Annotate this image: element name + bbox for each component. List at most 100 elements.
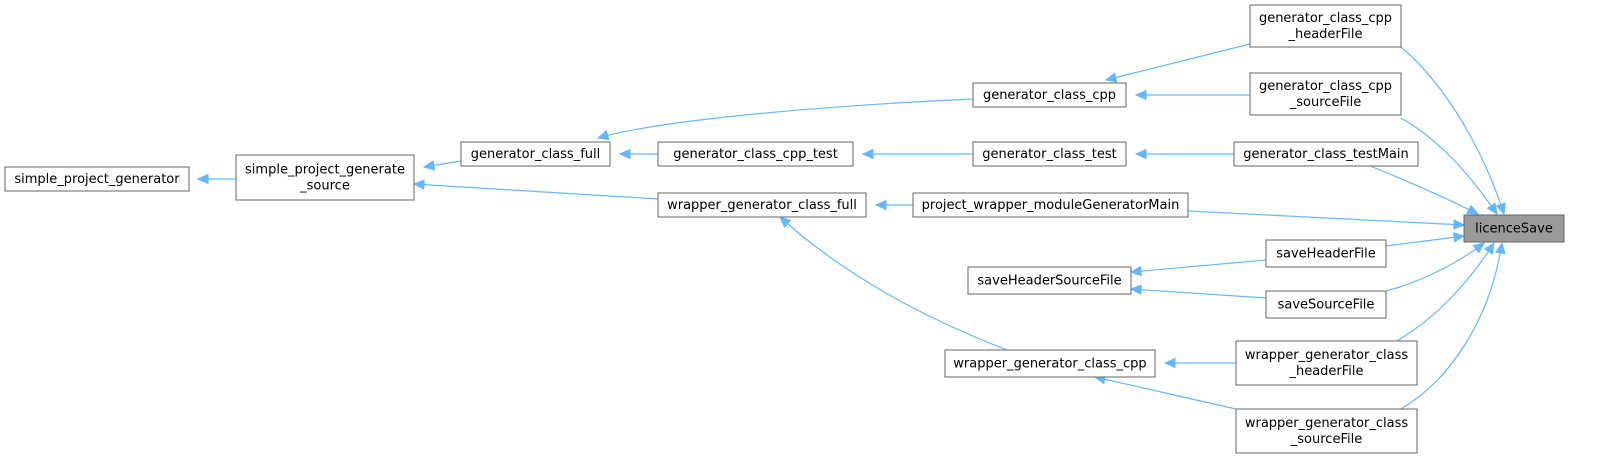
nodes-layer: simple_project_generator simple_project_g… <box>4 4 1565 454</box>
arrowhead <box>1134 89 1147 101</box>
edge-line <box>1369 165 1479 215</box>
node-box <box>944 349 1156 378</box>
arrowhead <box>1134 148 1147 160</box>
node-label: generator_class_cpp_test <box>673 147 838 162</box>
node-saveHeaderFile[interactable]: saveHeaderFile <box>1265 239 1387 268</box>
node-label: simple_project_generator <box>14 172 180 187</box>
node-wrapper_generator_class_cpp[interactable]: wrapper_generator_class_cpp <box>944 349 1156 378</box>
edge-saveHeaderFile-to-saveHeaderSourceFile <box>1129 259 1267 277</box>
node-generator_class_testMain[interactable]: generator_class_testMain <box>1233 141 1419 167</box>
node-label: generator_class_full <box>471 147 601 162</box>
edges-layer <box>196 43 1506 410</box>
node-box <box>1265 290 1387 319</box>
arrowhead <box>618 148 631 160</box>
node-generator_class_cpp_test[interactable]: generator_class_cpp_test <box>657 141 854 167</box>
edge-line <box>1130 259 1267 273</box>
node-simple_project_generate_source[interactable]: simple_project_generate_source <box>235 154 415 201</box>
node-label: saveHeaderFile <box>1276 247 1376 262</box>
node-box <box>972 82 1127 108</box>
arrowhead <box>779 216 792 228</box>
arrowhead <box>1495 241 1506 255</box>
node-generator_class_cpp_headerFile[interactable]: generator_class_cpp_headerFile <box>1249 4 1402 48</box>
node-wrapper_generator_class_sourceFile[interactable]: wrapper_generator_class_sourceFile <box>1235 408 1418 454</box>
node-box <box>1235 408 1418 454</box>
node-generator_class_cpp_sourceFile[interactable]: generator_class_cpp_sourceFile <box>1249 72 1402 116</box>
node-label: generator_class_testMain <box>1243 147 1408 162</box>
edge-line <box>1385 242 1485 292</box>
edge-line <box>1187 210 1465 226</box>
edge-licenceSave-to-saveSourceFile <box>1385 242 1485 292</box>
edge-licenceSave-to-project_wrapper_moduleGeneratorMain <box>1187 210 1466 230</box>
node-box <box>912 192 1189 218</box>
arrowhead <box>1129 265 1142 277</box>
node-saveHeaderSourceFile[interactable]: saveHeaderSourceFile <box>967 266 1132 295</box>
edge-line <box>1094 376 1237 410</box>
node-label: generator_class_cpp <box>1259 11 1392 26</box>
edge-generator_class_full-to-simple_project_generate_source <box>422 160 462 171</box>
arrowhead <box>874 199 887 211</box>
edge-licenceSave-to-generator_class_cpp_sourceFile <box>1400 117 1498 216</box>
edge-line <box>1130 288 1267 299</box>
node-label: generator_class_cpp <box>983 88 1116 103</box>
node-box <box>967 266 1132 295</box>
node-licenceSave[interactable]: licenceSave <box>1463 214 1565 243</box>
edge-wrapper_generator_class_headerFile-to-wrapper_generator_class_cpp <box>1163 357 1236 369</box>
arrowhead <box>1104 72 1118 83</box>
arrowhead <box>1466 204 1480 215</box>
edge-line <box>1385 235 1465 247</box>
node-generator_class_full[interactable]: generator_class_full <box>460 141 611 167</box>
edge-licenceSave-to-generator_class_testMain <box>1369 165 1480 215</box>
node-box <box>1463 214 1565 243</box>
arrowhead <box>412 179 425 190</box>
edge-wrapper_generator_class_cpp-to-wrapper_generator_class_full <box>779 216 1008 351</box>
node-box <box>1233 141 1419 167</box>
edge-line <box>1400 117 1498 215</box>
node-label: _sourceFile <box>1289 95 1361 110</box>
node-box <box>657 141 854 167</box>
node-box <box>235 154 415 201</box>
node-label: wrapper_generator_class <box>1245 348 1408 363</box>
edge-line <box>1396 242 1495 342</box>
node-label: wrapper_generator_class_cpp <box>953 357 1146 372</box>
arrowhead <box>1495 202 1506 216</box>
arrowhead <box>1452 232 1466 243</box>
node-label: saveSourceFile <box>1278 298 1375 313</box>
node-wrapper_generator_class_full[interactable]: wrapper_generator_class_full <box>657 192 867 218</box>
node-generator_class_test[interactable]: generator_class_test <box>972 141 1127 167</box>
arrowhead <box>1163 357 1176 369</box>
node-label: generator_class_cpp <box>1259 79 1392 94</box>
arrowhead <box>196 173 209 185</box>
node-box <box>1249 4 1402 48</box>
arrowhead <box>596 130 610 141</box>
node-generator_class_cpp[interactable]: generator_class_cpp <box>972 82 1127 108</box>
edge-licenceSave-to-generator_class_cpp_headerFile <box>1400 46 1506 216</box>
node-box <box>1249 72 1402 116</box>
arrowhead <box>1129 284 1142 295</box>
edge-line <box>413 183 659 200</box>
node-label: wrapper_generator_class <box>1245 416 1408 431</box>
node-label: _source <box>299 179 350 194</box>
arrowhead <box>1453 219 1466 230</box>
node-saveSourceFile[interactable]: saveSourceFile <box>1265 290 1387 319</box>
node-label: _headerFile <box>1287 27 1362 42</box>
edge-line <box>597 98 974 139</box>
node-label: wrapper_generator_class_full <box>667 198 857 213</box>
edge-generator_class_cpp_sourceFile-to-generator_class_cpp <box>1134 89 1250 101</box>
edge-saveSourceFile-to-saveHeaderSourceFile <box>1129 284 1267 299</box>
node-label: _sourceFile <box>1290 432 1362 447</box>
arrowhead <box>861 148 874 160</box>
node-label: project_wrapper_moduleGeneratorMain <box>922 198 1180 213</box>
edge-wrapper_generator_class_full-to-simple_project_generate_source <box>412 179 659 200</box>
node-box <box>4 166 190 192</box>
arrowhead <box>1483 241 1495 255</box>
node-label: generator_class_test <box>982 147 1116 162</box>
node-simple_project_generator[interactable]: simple_project_generator <box>4 166 190 192</box>
edge-licenceSave-to-wrapper_generator_class_sourceFile <box>1400 241 1506 410</box>
node-wrapper_generator_class_headerFile[interactable]: wrapper_generator_class_headerFile <box>1235 340 1418 386</box>
edge-line <box>779 216 1008 351</box>
node-project_wrapper_moduleGeneratorMain[interactable]: project_wrapper_moduleGeneratorMain <box>912 192 1189 218</box>
node-box <box>1235 340 1418 386</box>
edge-generator_class_test-to-generator_class_cpp_test <box>861 148 973 160</box>
edge-simple_project_generate_source-to-simple_project_generator <box>196 173 236 185</box>
